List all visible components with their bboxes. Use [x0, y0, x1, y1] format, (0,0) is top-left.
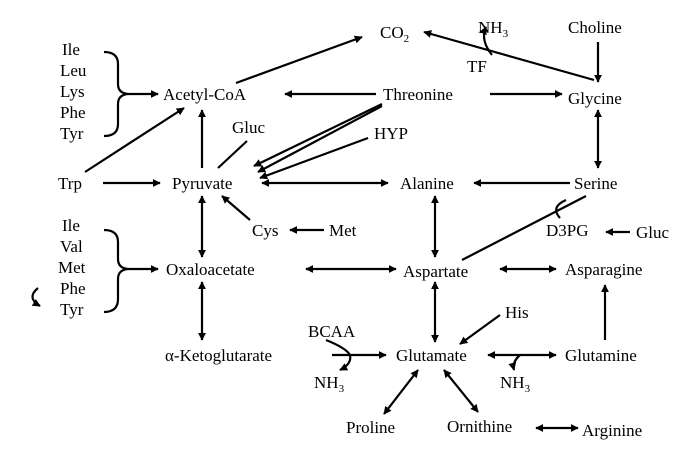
arrow-bcaa-curve	[325, 338, 351, 356]
arrow-nh3-release-top	[479, 26, 493, 56]
arrow-nh3-right-curve	[508, 354, 521, 371]
label-cys: Cys	[252, 221, 278, 240]
label-tf: TF	[467, 57, 487, 76]
label-co2: CO2	[380, 23, 409, 45]
arrow-phe-tyr-curl	[31, 287, 41, 307]
arrow-glutamate-proline	[383, 369, 419, 415]
node-labels: CO2 NH3 TF Choline Ile Leu Lys Phe Tyr A…	[58, 18, 670, 440]
label-bcaa: BCAA	[308, 322, 356, 341]
label-group-bottom-5: Tyr	[60, 300, 84, 319]
label-proline: Proline	[346, 418, 395, 437]
label-group-top-5: Tyr	[60, 124, 84, 143]
arrow-cys-pyruvate	[221, 195, 251, 221]
label-aspartate: Aspartate	[403, 262, 468, 281]
bracket-bottom	[103, 228, 131, 314]
label-oxaloacetate: Oxaloacetate	[166, 260, 255, 279]
arrow-his-glutamate	[459, 314, 501, 345]
label-gluc-top: Gluc	[232, 118, 266, 137]
arrow-d3pg-serine	[555, 198, 567, 219]
arrow-gluc-pyruvate	[217, 140, 248, 169]
arrow-threonine-pyruvate-2	[257, 105, 383, 173]
label-asparagine: Asparagine	[565, 260, 642, 279]
arrow-hyp-pyruvate	[259, 136, 369, 180]
label-glycine: Glycine	[568, 89, 622, 108]
arrow-aspartate-serine	[461, 195, 587, 261]
label-group-bottom-4: Phe	[60, 279, 86, 298]
arrow-trp-acetylcoa	[84, 107, 185, 173]
label-serine: Serine	[574, 174, 617, 193]
label-pyruvate: Pyruvate	[172, 174, 232, 193]
label-nh3-right: NH3	[500, 373, 531, 395]
label-trp: Trp	[58, 174, 82, 193]
label-group-top-4: Phe	[60, 103, 86, 122]
arrow-acetylcoa-co2	[235, 35, 363, 85]
label-group-top-3: Lys	[60, 82, 85, 101]
label-choline: Choline	[568, 18, 622, 37]
label-group-top-1: Ile	[62, 40, 80, 59]
label-glutamate: Glutamate	[396, 346, 467, 365]
label-gluc-right: Gluc	[636, 223, 670, 242]
label-glutamine: Glutamine	[565, 346, 637, 365]
label-hyp: HYP	[374, 124, 408, 143]
arrow-threonine-pyruvate-1	[253, 103, 383, 167]
label-acetyl-coa: Acetyl-CoA	[163, 85, 247, 104]
label-akg: α-Ketoglutarate	[165, 346, 272, 365]
label-d3pg: D3PG	[546, 221, 589, 240]
label-group-bottom-1: Ile	[62, 216, 80, 235]
label-alanine: Alanine	[400, 174, 454, 193]
label-arginine: Arginine	[582, 421, 642, 440]
label-group-bottom-2: Val	[60, 237, 83, 256]
label-his: His	[505, 303, 529, 322]
label-group-bottom-3: Met	[58, 258, 86, 277]
arrow-glutamate-ornithine	[443, 369, 479, 413]
label-group-top-2: Leu	[60, 61, 87, 80]
group-brackets	[103, 50, 131, 314]
label-met-mid: Met	[329, 221, 357, 240]
label-nh3-left: NH3	[314, 373, 345, 395]
arrow-glycine-co2	[423, 30, 595, 82]
bracket-top	[103, 50, 131, 138]
label-ornithine: Ornithine	[447, 417, 512, 436]
label-threonine: Threonine	[383, 85, 453, 104]
label-nh3-top: NH3	[478, 18, 509, 40]
arrow-nh3-left-curve	[339, 354, 352, 371]
pathway-arrows	[31, 26, 630, 432]
